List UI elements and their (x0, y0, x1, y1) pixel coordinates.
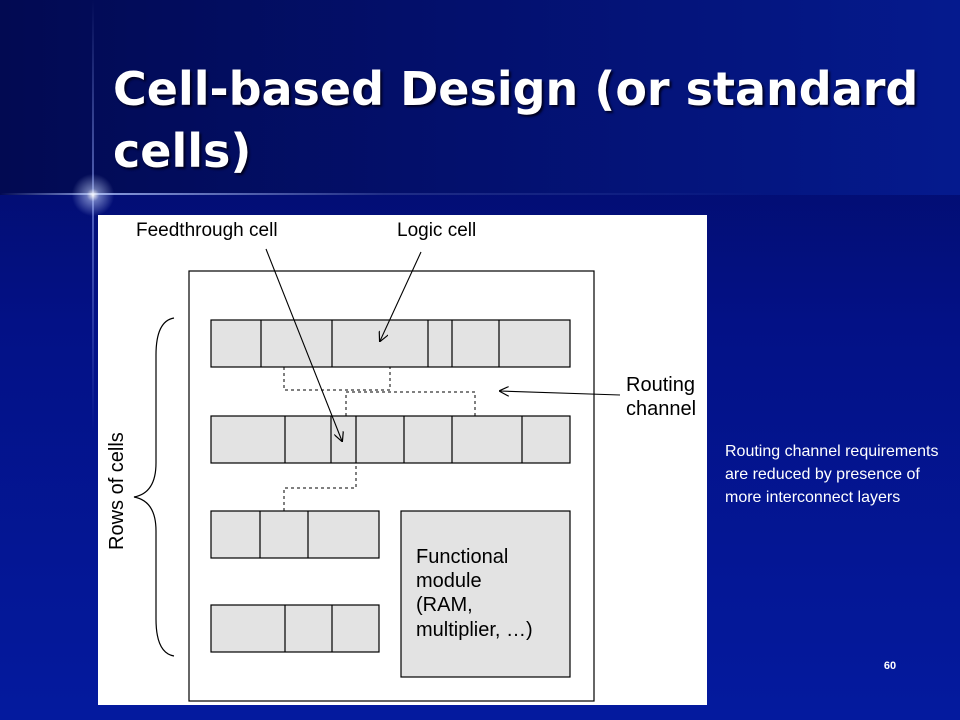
side-note: Routing channel requirements are reduced… (725, 443, 939, 506)
routing-channel-label-1: Routing (626, 374, 695, 396)
standard-cell-diagram: Functional module (RAM, multiplier, …) F… (98, 215, 707, 705)
module-label-line2: module (416, 570, 482, 592)
rows-of-cells-label: Rows of cells (106, 432, 128, 550)
title-band (0, 0, 960, 195)
module-label-line4: multiplier, …) (416, 619, 533, 641)
diagram-svg: Functional module (RAM, multiplier, …) F… (106, 220, 696, 702)
functional-module-block (400, 510, 571, 678)
logic-cell-arrow (380, 251, 422, 341)
cell-row-4 (210, 604, 380, 653)
slide-title: Cell-based Design (or standard cells) (113, 62, 919, 178)
cell-row-3 (210, 510, 380, 559)
feedthrough-arrow (265, 248, 342, 441)
feedthrough-cell-label: Feedthrough cell (136, 220, 278, 241)
logic-cell-label: Logic cell (397, 220, 476, 241)
routing-channel-label-2: channel (626, 398, 696, 420)
rows-brace (133, 317, 175, 657)
routing-channel-arrow (500, 391, 621, 395)
module-label-line1: Functional (416, 546, 508, 568)
routing-wires (283, 367, 476, 511)
sparkle-icon (68, 170, 118, 220)
cell-row-1 (210, 319, 571, 368)
decor-vertical-line (92, 0, 94, 720)
decor-horizontal-line (0, 193, 960, 195)
module-label-line3: (RAM, (416, 594, 473, 616)
page-number: 60 (883, 660, 897, 672)
cell-row-2 (210, 415, 571, 464)
